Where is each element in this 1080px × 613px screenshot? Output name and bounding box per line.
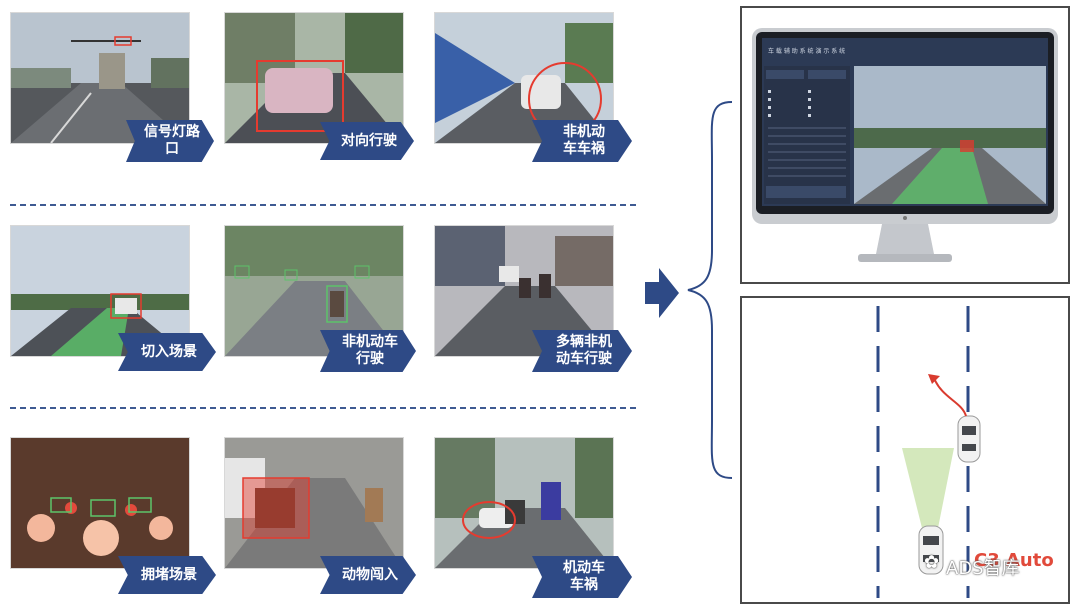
scene-image-congestion [10, 437, 190, 569]
scene-label: 动物闯入 [320, 556, 416, 594]
scene-label: 多辆非机 动车行驶 [532, 330, 632, 372]
watermark-text: ADS智库 [946, 558, 1020, 579]
monitor-illustration [752, 28, 1058, 262]
scene-label: 非机动 车车祸 [532, 120, 632, 162]
wechat-icon: ✿ [924, 552, 940, 573]
scene-image-animal-intrusion [224, 437, 404, 569]
scene-label: 信号灯路 口 [126, 120, 214, 162]
scene-label: 机动车 车祸 [532, 556, 632, 598]
scene-label: 拥堵场景 [118, 556, 216, 594]
scene-image-nonmotor-accident [434, 12, 614, 144]
lane-diagram-panel: C3 Auto ✿ ADS智库 [740, 296, 1070, 604]
scene-label: 非机动车 行驶 [320, 330, 416, 372]
right-arrow-icon [645, 268, 679, 318]
scene-label: 切入场景 [118, 333, 216, 371]
monitor-title: 车 载 辅 助 系 统 演 示 系 统 [768, 48, 846, 55]
scene-image-vehicle-accident [434, 437, 614, 569]
brace-connector [687, 101, 733, 479]
row-divider [10, 204, 636, 206]
brand-watermark: C3 Auto [974, 550, 1054, 571]
row-divider [10, 407, 636, 409]
scene-image-oncoming [224, 12, 404, 144]
monitor-panel: 车 载 辅 助 系 统 演 示 系 统 [740, 6, 1070, 284]
lane-diagram [876, 306, 981, 598]
scene-label: 对向行驶 [320, 122, 414, 160]
